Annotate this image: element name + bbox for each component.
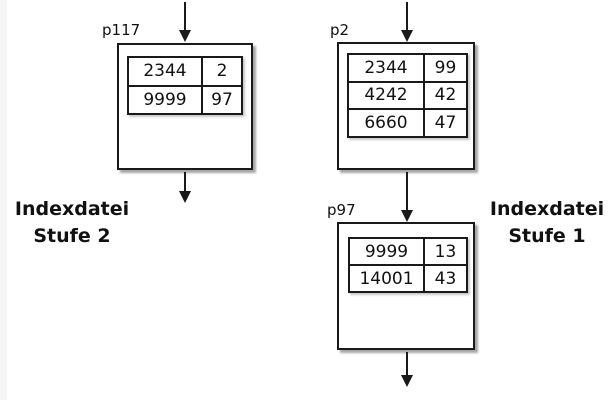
node-table-p117: 2344 2 9999 97 <box>127 56 243 115</box>
caption-indexdatei-stufe-2: Indexdatei Stufe 2 <box>12 196 132 250</box>
arrow-line-out-of-p97 <box>406 352 408 376</box>
table-cell-ptr: 2 <box>203 58 241 85</box>
caption-line-1: Indexdatei <box>489 198 605 220</box>
table-cell-ptr: 13 <box>425 239 466 264</box>
table-cell-key: 14001 <box>350 266 423 291</box>
caption-line-1: Indexdatei <box>14 198 130 220</box>
arrowhead-into-p117 <box>179 30 191 42</box>
caption-line-2: Stufe 1 <box>508 225 586 247</box>
arrowhead-out-of-p97 <box>401 375 413 387</box>
table-cell-ptr: 47 <box>425 110 466 136</box>
table-cell-key: 2344 <box>129 58 201 85</box>
arrow-line-out-of-p117 <box>184 172 186 192</box>
table-cell-ptr: 99 <box>425 55 466 81</box>
table-cell-ptr: 42 <box>425 82 466 109</box>
table-cell-ptr: 43 <box>425 266 466 291</box>
arrow-line-into-p2 <box>406 2 408 31</box>
arrowhead-out-of-p117 <box>179 191 191 203</box>
page-edge-strip <box>0 0 7 400</box>
node-label-p97: p97 <box>327 201 356 219</box>
table-cell-key: 2344 <box>349 55 423 81</box>
table-cell-key: 6660 <box>349 110 423 136</box>
arrow-line-into-p117 <box>184 2 186 31</box>
caption-line-2: Stufe 2 <box>33 225 111 247</box>
node-table-p97: 9999 13 14001 43 <box>348 237 468 293</box>
node-table-p2: 2344 99 4242 42 6660 47 <box>347 53 468 138</box>
connector-line-p2-to-p97 <box>406 172 408 211</box>
node-label-p117: p117 <box>102 21 141 39</box>
node-label-p2: p2 <box>330 21 350 39</box>
caption-indexdatei-stufe-1: Indexdatei Stufe 1 <box>487 196 607 250</box>
table-cell-key: 4242 <box>349 82 423 109</box>
table-cell-key: 9999 <box>350 239 423 264</box>
table-cell-key: 9999 <box>129 86 201 113</box>
arrowhead-into-p97 <box>401 210 413 222</box>
arrowhead-into-p2 <box>401 30 413 42</box>
table-cell-ptr: 97 <box>203 86 241 113</box>
